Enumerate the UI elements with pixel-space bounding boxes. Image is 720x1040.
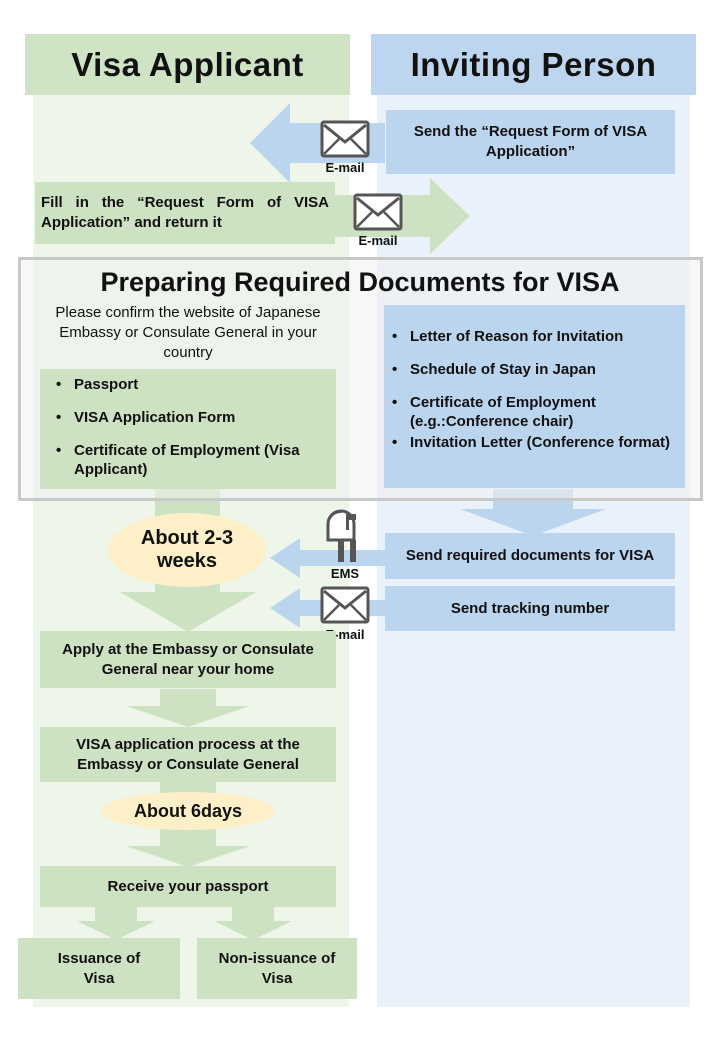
- email-label: E-mail: [325, 160, 365, 175]
- step-fill-request-form: Fill in the “Request Form of VISA Applic…: [35, 182, 335, 244]
- step-apply-embassy: Apply at the Embassy or Consulate Genera…: [40, 631, 336, 688]
- envelope-icon: [353, 193, 403, 231]
- envelope-icon: [320, 586, 370, 624]
- step-receive-passport: Receive your passport: [40, 866, 336, 907]
- doc-item: Passport: [52, 375, 336, 394]
- duration-processing: About 6days: [101, 792, 275, 830]
- envelope-icon: [320, 120, 370, 158]
- inviter-docs: Letter of Reason for Invitation Schedule…: [384, 305, 685, 488]
- duration-shipping: About 2-3 weeks: [108, 513, 266, 587]
- applicant-docs: Passport VISA Application Form Certifica…: [40, 369, 336, 489]
- doc-item: Invitation Letter (Conference format): [388, 433, 685, 452]
- arrow-down-green-2: [126, 689, 250, 727]
- outcome-non-issuance: Non-issuance of Visa: [197, 938, 357, 999]
- doc-item: Letter of Reason for Invitation: [388, 327, 685, 346]
- arrow-down-issuance: [77, 906, 155, 940]
- step-send-request-form: Send the “Request Form of VISA Applicati…: [386, 110, 675, 174]
- step-process-embassy: VISA application process at the Embassy …: [40, 727, 336, 782]
- step-send-documents: Send required documents for VISA: [385, 533, 675, 579]
- inviter-header: Inviting Person: [371, 34, 696, 95]
- embassy-note: Please confirm the website of Japanese E…: [55, 304, 321, 361]
- doc-item: Certificate of Employment (e.g.:Conferen…: [388, 393, 685, 431]
- mailbox-icon: [326, 509, 356, 562]
- doc-item: Certificate of Employment (Visa Applican…: [52, 441, 336, 479]
- arrow-down-non-issuance: [214, 906, 292, 940]
- email-label: E-mail: [358, 233, 398, 248]
- doc-item: VISA Application Form: [52, 408, 336, 427]
- arrow-ems: [270, 538, 386, 578]
- step-send-tracking: Send tracking number: [385, 586, 675, 631]
- applicant-header: Visa Applicant: [25, 34, 350, 95]
- doc-item: Schedule of Stay in Japan: [388, 360, 685, 379]
- ems-label: EMS: [330, 566, 360, 581]
- preparation-title: Preparing Required Documents for VISA: [100, 266, 620, 297]
- outcome-issuance: Issuance of Visa: [18, 938, 180, 999]
